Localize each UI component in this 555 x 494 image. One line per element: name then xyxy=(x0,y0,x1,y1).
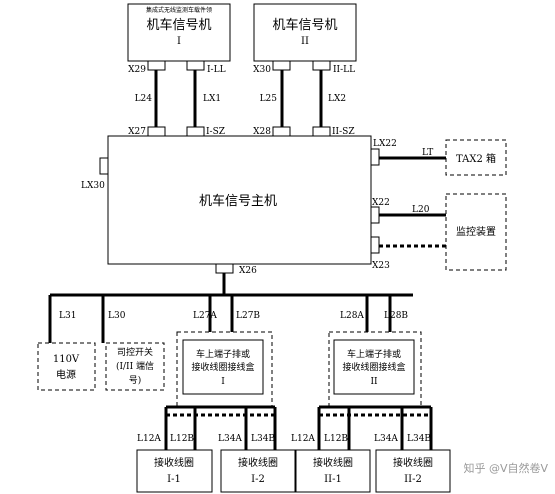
junction1-line1: 车上端子排或 xyxy=(196,348,250,360)
cable-l30: L30 xyxy=(108,311,126,321)
label-x23: X23 xyxy=(372,261,390,271)
power-line1: 110V xyxy=(53,354,80,365)
coil-1 xyxy=(136,449,213,493)
main-host xyxy=(107,135,372,265)
cable-l24: L24 xyxy=(135,94,153,104)
junction2-line2: 接收线圈接线盒 xyxy=(342,361,405,373)
cable-lx2: LX2 xyxy=(328,94,346,104)
label-x30-top: X30 xyxy=(253,65,271,75)
junction2-line3: II xyxy=(370,377,378,387)
coil-2 xyxy=(220,449,296,493)
switch-line3: 号) xyxy=(129,375,142,386)
signal-unit-1-roman: I xyxy=(177,36,181,47)
cable-l28b: L28B xyxy=(384,311,408,321)
cable-l34b-1: L34B xyxy=(251,434,275,444)
signal-unit-2-title: 机车信号机 xyxy=(272,17,337,33)
label-x28: X28 xyxy=(253,127,271,137)
junction-box-1-inner xyxy=(182,339,264,395)
connector-lx22 xyxy=(370,148,380,166)
signal-unit-1 xyxy=(127,3,231,62)
coil-3-line2: II-1 xyxy=(324,474,342,485)
label-ii-ll: II-LL xyxy=(333,65,355,75)
junction1-line3: I xyxy=(221,377,225,387)
coil-3-line1: 接收线圈 xyxy=(313,456,353,469)
connector-x29 xyxy=(147,60,166,71)
cable-l34a-1: L34A xyxy=(218,434,242,444)
label-i-sz: I-SZ xyxy=(206,127,225,137)
coil-2-line2: I-2 xyxy=(251,474,265,485)
power-box xyxy=(37,342,96,391)
cable-l12a-2: L12A xyxy=(291,434,315,444)
connector-x23 xyxy=(370,236,380,254)
monitor-label: 监控装置 xyxy=(456,225,496,238)
junction2-line1: 车上端子排或 xyxy=(347,348,401,360)
connector-i-sz xyxy=(186,126,205,137)
cable-l27b: L27B xyxy=(236,311,260,321)
coil-4-line2: II-2 xyxy=(404,474,422,485)
cable-l25: L25 xyxy=(260,94,278,104)
main-host-label: 机车信号主机 xyxy=(199,193,277,209)
cable-l20: L20 xyxy=(412,205,430,215)
connector-ii-sz xyxy=(312,126,331,137)
cable-l28a: L28A xyxy=(340,311,364,321)
connector-x30-top xyxy=(272,60,291,71)
cable-l12a-1: L12A xyxy=(137,434,161,444)
label-x22: X22 xyxy=(372,198,390,208)
label-i-ll: I-LL xyxy=(207,65,226,75)
signal-unit-2 xyxy=(253,3,357,62)
connector-i-ll xyxy=(186,60,205,71)
cable-l34b-2: L34B xyxy=(407,434,431,444)
switch-line2: (I/II 端信 xyxy=(116,360,154,372)
cable-l31: L31 xyxy=(59,311,76,321)
tax2-box xyxy=(445,139,507,176)
power-line2: 电源 xyxy=(56,368,76,381)
connector-lx30 xyxy=(99,157,109,175)
connector-x26 xyxy=(215,263,234,274)
cable-l34a-2: L34A xyxy=(374,434,398,444)
coil-4 xyxy=(375,449,451,493)
cable-lx1: LX1 xyxy=(203,94,221,104)
connector-ii-ll xyxy=(312,60,331,71)
signal-unit-1-title: 机车信号机 xyxy=(146,17,211,33)
junction-box-2-inner xyxy=(333,339,415,395)
coil-1-line2: I-1 xyxy=(167,474,181,485)
cable-lt: LT xyxy=(422,148,433,158)
signal-unit-2-roman: II xyxy=(301,36,309,47)
connector-x22 xyxy=(370,206,380,224)
label-ii-sz: II-SZ xyxy=(332,127,355,137)
watermark: 知乎 @V自然卷V xyxy=(463,461,548,475)
label-x29: X29 xyxy=(128,65,146,75)
switch-box xyxy=(105,342,165,391)
coil-4-line1: 接收线圈 xyxy=(393,456,433,469)
coil-1-line1: 接收线圈 xyxy=(154,456,194,469)
monitor-box xyxy=(445,193,507,271)
label-x26: X26 xyxy=(239,266,257,276)
tax2-label: TAX2 箱 xyxy=(456,152,496,165)
label-lx30: LX30 xyxy=(81,181,105,191)
label-x27: X27 xyxy=(128,127,146,137)
label-lx22: LX22 xyxy=(373,139,397,149)
connector-x27 xyxy=(147,126,166,137)
coil-3 xyxy=(295,449,371,493)
signal-unit-1-tag: 集成式无线监测车载件领 xyxy=(146,6,212,14)
cable-l12b-2: L12B xyxy=(324,434,348,444)
cable-l12b-1: L12B xyxy=(170,434,194,444)
connector-x28 xyxy=(272,126,291,137)
cable-l27a: L27A xyxy=(193,311,217,321)
junction1-line2: 接收线圈接线盒 xyxy=(191,361,254,373)
switch-line1: 司控开关 xyxy=(117,346,153,358)
coil-2-line1: 接收线圈 xyxy=(238,456,278,469)
